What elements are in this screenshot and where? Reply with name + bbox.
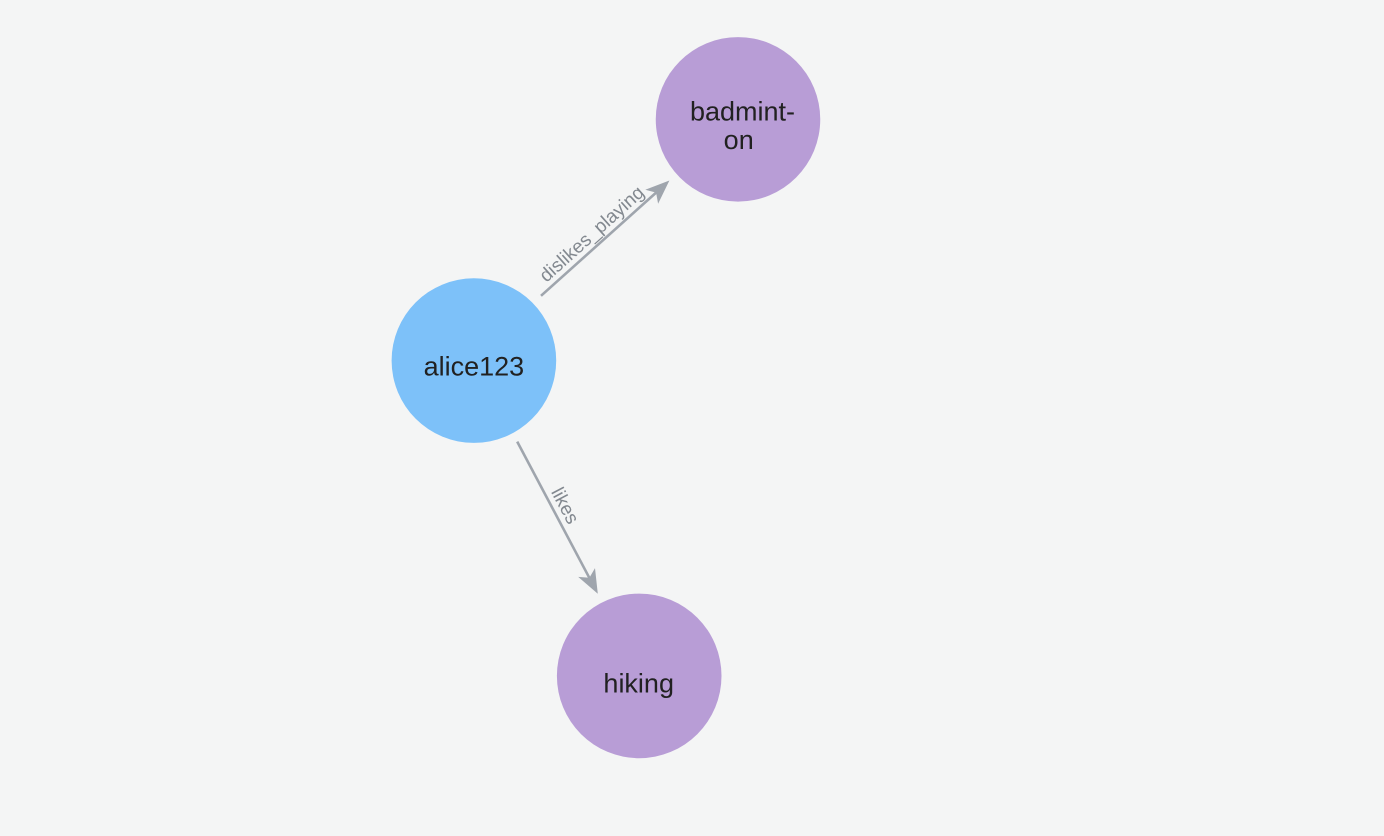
svg-text:badmint-: badmint- <box>690 97 795 127</box>
svg-text:hiking: hiking <box>603 669 674 699</box>
svg-text:alice123: alice123 <box>424 351 525 381</box>
svg-text:on: on <box>724 125 754 155</box>
